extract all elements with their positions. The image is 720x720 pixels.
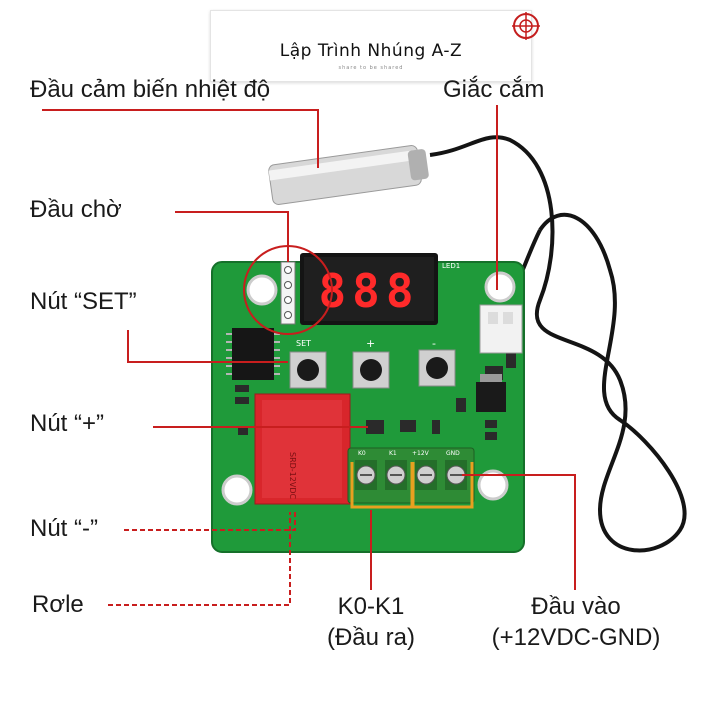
label-input-line2: (+12VDC-GND)	[491, 624, 661, 651]
terminal-label-k1: K1	[389, 450, 397, 457]
set-silk: SET	[296, 339, 311, 348]
smd-components	[235, 350, 516, 440]
led-silk: LED1	[442, 262, 460, 270]
voltage-regulator	[476, 382, 506, 412]
brand-name: Lập Trình Nhúng A-Z	[279, 41, 463, 61]
pointer-relay	[108, 512, 291, 606]
brand-tagline: share to be shared	[338, 65, 404, 71]
pointer-input	[462, 474, 576, 590]
terminal-label-k0: K0	[358, 450, 366, 457]
label-set-button: Nút “SET”	[30, 288, 137, 315]
mount-hole-tl	[246, 274, 278, 306]
plus-silk: +	[366, 337, 375, 350]
brand-watermark: Lập Trình Nhúng A-Z share to be shared	[210, 10, 540, 82]
mount-hole-bl	[221, 474, 253, 506]
sensor-connector-shape	[479, 304, 523, 354]
svg-text:SRD-12VDC: SRD-12VDC	[288, 452, 297, 499]
pointer-set	[127, 330, 288, 363]
label-standby-head: Đầu chờ	[30, 196, 122, 223]
set-button-shape	[289, 351, 327, 389]
temperature-probe	[268, 145, 429, 205]
pointer-standby	[175, 211, 289, 262]
brand-logo-icon	[512, 12, 540, 40]
ic-chip	[232, 328, 274, 380]
label-output-line1: K0-K1	[337, 593, 405, 620]
minus-silk: -	[432, 337, 436, 350]
standby-pin-header	[280, 261, 296, 325]
mount-hole-tr	[484, 271, 516, 303]
label-input-line1: Đầu vào	[531, 593, 621, 620]
label-relay: Rơle	[32, 591, 84, 618]
terminal-label-gnd: GND	[446, 450, 460, 457]
label-output-line2: (Đầu ra)	[326, 624, 416, 651]
label-sensor-head: Đầu cảm biến nhiệt độ	[30, 76, 271, 103]
terminal-label-12v: +12V	[412, 450, 430, 457]
pointer-sensor	[42, 109, 319, 168]
label-minus-button: Nút “-”	[30, 515, 98, 542]
minus-button-shape	[418, 349, 456, 387]
plus-button-shape	[352, 351, 390, 389]
display-digits: 888	[318, 264, 419, 318]
pointer-lines	[42, 105, 576, 606]
label-connector: Giắc cắm	[443, 76, 545, 103]
sensor-cable	[429, 135, 687, 553]
relay-shape: SRD-12VDC	[254, 393, 351, 505]
pointer-minus	[124, 512, 296, 531]
mount-hole-br	[477, 469, 509, 501]
input-bracket	[411, 462, 474, 509]
label-plus-button: Nút “+”	[30, 410, 105, 437]
